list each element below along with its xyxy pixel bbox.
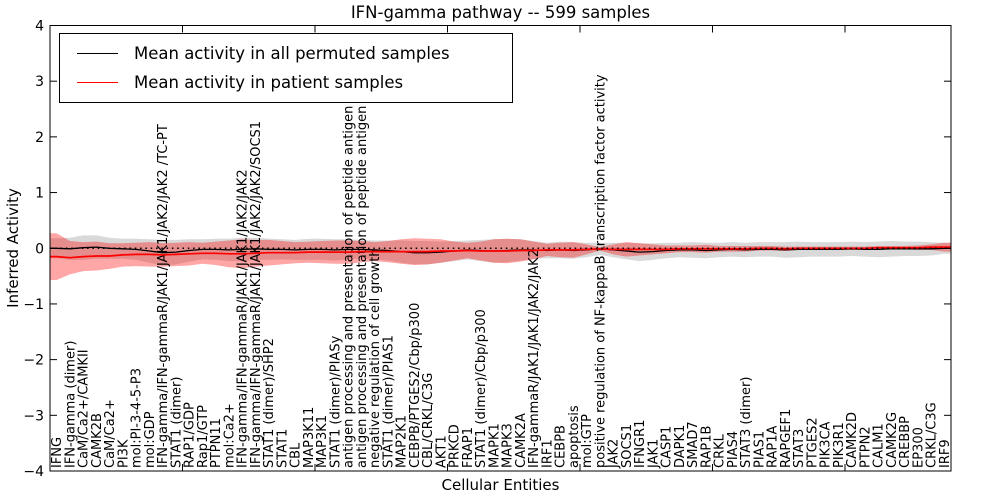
x-tick-label: CRKL/C3G	[925, 402, 940, 468]
x-tick-label: IFN-gammaR/JAK1/JAK1/JAK2/JAK2	[527, 249, 542, 468]
x-tick-label: CBL/CRKL/C3G	[421, 373, 436, 468]
x-tick-label: RAP1A	[766, 425, 781, 468]
x-tick-label: antigen processing and presentation of p…	[355, 106, 370, 468]
x-tick-label: MAP2K1	[395, 415, 410, 468]
x-tick-label: positive regulation of NF-kappaB transcr…	[593, 74, 608, 468]
y-tick-label: −2	[23, 353, 44, 369]
x-tick-label: MAPK1	[487, 423, 502, 468]
x-tick-label: CRKL	[713, 433, 728, 468]
x-tick-label: Rap1/GTP	[196, 405, 211, 468]
x-tick-label: STAT3 (dimer)	[739, 377, 754, 468]
x-tick-label: AKT1	[434, 435, 449, 468]
x-tick-label: STAT1 (dimer)/Cbp/p300	[474, 309, 489, 468]
x-tick-label: PTPN2	[858, 426, 873, 468]
x-tick-label: antigen processing and presentation of p…	[342, 106, 357, 468]
x-tick-label: MAP3K11	[302, 407, 317, 468]
x-tick-label: EP300	[911, 427, 926, 468]
x-tick-label: IFN-gamma/IFN-gammaR/JAK1/JAK1/JAK2/JAK2	[236, 169, 251, 468]
x-tick-label: JAK1	[646, 439, 661, 469]
x-tick-label: STAT1 (dimer)/SHP2	[262, 338, 277, 468]
y-tick-label: −3	[23, 408, 44, 424]
std-bands	[50, 233, 951, 280]
x-tick-label: SMAD7	[686, 421, 701, 468]
y-tick-label: 0	[35, 241, 44, 257]
x-tick-label: PTGES2	[805, 417, 820, 468]
x-tick-label: apoptosis	[567, 405, 582, 468]
x-tick-label: PI3K	[116, 439, 131, 468]
patient-mean-line	[50, 246, 951, 259]
y-tick-label: 2	[35, 130, 44, 146]
x-tick-label: STAT1	[275, 429, 290, 468]
x-tick-label: MAP3K1	[315, 415, 330, 468]
x-tick-label: PIAS4	[726, 431, 741, 468]
legend-item-permuted: Mean activity in all permuted samples	[60, 39, 512, 68]
legend-item-patient: Mean activity in patient samples	[60, 68, 512, 97]
x-tick-label: mol:Ca2+	[222, 403, 237, 468]
x-tick-label: mol:PI-3-4-5-P3	[130, 368, 145, 468]
x-tick-label: STAT1 (dimer)/PIAS1	[381, 335, 396, 468]
legend: Mean activity in all permuted samples Me…	[59, 33, 513, 103]
x-tick-label: CaM/Ca2+/CAMKII	[77, 349, 92, 468]
x-tick-label: MAPK3	[501, 423, 516, 468]
x-tick-label: PRKCD	[448, 424, 463, 468]
x-tick-label: JAK2	[607, 439, 622, 469]
x-axis-label: Cellular Entities	[441, 476, 560, 494]
x-tick-label: CALM1	[872, 423, 887, 468]
x-tick-label: IFN-gamma/IFN-gammaR/JAK1/JAK1/JAK2/JAK2…	[249, 121, 264, 468]
x-tick-label: RAP1/GDP	[183, 402, 198, 468]
x-tick-label: STAT1 (dimer)	[169, 377, 184, 468]
x-tick-label: DAPK1	[673, 425, 688, 468]
x-tick-label: FRAP1	[461, 427, 476, 468]
x-tick-label: CASP1	[660, 426, 675, 468]
x-tick-label: SOCS1	[620, 424, 635, 468]
x-tick-label: STAT1 (dimer)/PIASy	[328, 335, 343, 468]
x-tick-label: RAP1B	[699, 426, 714, 468]
x-tick-label: IFN-gamma/IFN-gammaR/JAK1/JAK1/JAK2/JAK2…	[156, 124, 171, 468]
x-tick-label: STAT3	[792, 429, 807, 468]
chart-title: IFN-gamma pathway -- 599 samples	[350, 3, 651, 22]
x-tick-label: CEBPB	[554, 425, 569, 468]
x-tick-label: IRF9	[938, 439, 953, 468]
x-tick-label: IFNGR1	[633, 420, 648, 468]
patient-line-swatch	[77, 82, 118, 83]
x-tick-label: CaM/Ca2+	[103, 399, 118, 468]
legend-label-patient: Mean activity in patient samples	[134, 73, 404, 92]
y-tick-labels: 4 3 2 1 0 −1 −2 −3 −4	[23, 19, 44, 481]
x-tick-label: mol:GDP	[143, 411, 158, 468]
x-tick-label: CBL	[289, 442, 304, 468]
y-axis-label: Inferred Activity	[4, 188, 22, 308]
y-tick-label: 3	[35, 74, 44, 90]
x-tick-label: RAPGEF1	[779, 409, 794, 468]
x-tick-label: CEBPB/PTGES2/Cbp/p300	[408, 303, 423, 468]
y-tick-label: 4	[35, 19, 44, 35]
x-tick-label: CAMK2G	[885, 412, 900, 468]
x-tick-label: mol:GTP	[580, 414, 595, 468]
x-tick-label: IFNG	[50, 437, 65, 468]
x-tick-label: IFN-gamma (dimer)	[63, 341, 78, 468]
x-tick-label: CAMK2A	[514, 413, 529, 468]
x-tick-label: CAMK2D	[845, 412, 860, 468]
x-tick-label: PIAS1	[752, 431, 767, 468]
x-tick-label: PTPN11	[209, 418, 224, 468]
x-tick-label: PIK3R1	[832, 422, 847, 468]
patient-std-band	[50, 233, 951, 280]
legend-label-permuted: Mean activity in all permuted samples	[134, 44, 450, 63]
y-tick-label: 1	[35, 186, 44, 202]
axis-ticks	[50, 25, 951, 472]
permuted-line-swatch	[77, 53, 118, 54]
x-tick-label: negative regulation of cell growth	[368, 248, 383, 468]
y-tick-label: −4	[23, 464, 44, 480]
x-tick-label: CAMK2B	[90, 413, 105, 468]
y-tick-label: −1	[23, 297, 44, 313]
x-tick-label: CREBBP	[898, 416, 913, 468]
series-lines	[50, 246, 951, 259]
x-tick-label: PIK3CA	[819, 421, 834, 468]
x-tick-label: IRF1	[540, 439, 555, 468]
